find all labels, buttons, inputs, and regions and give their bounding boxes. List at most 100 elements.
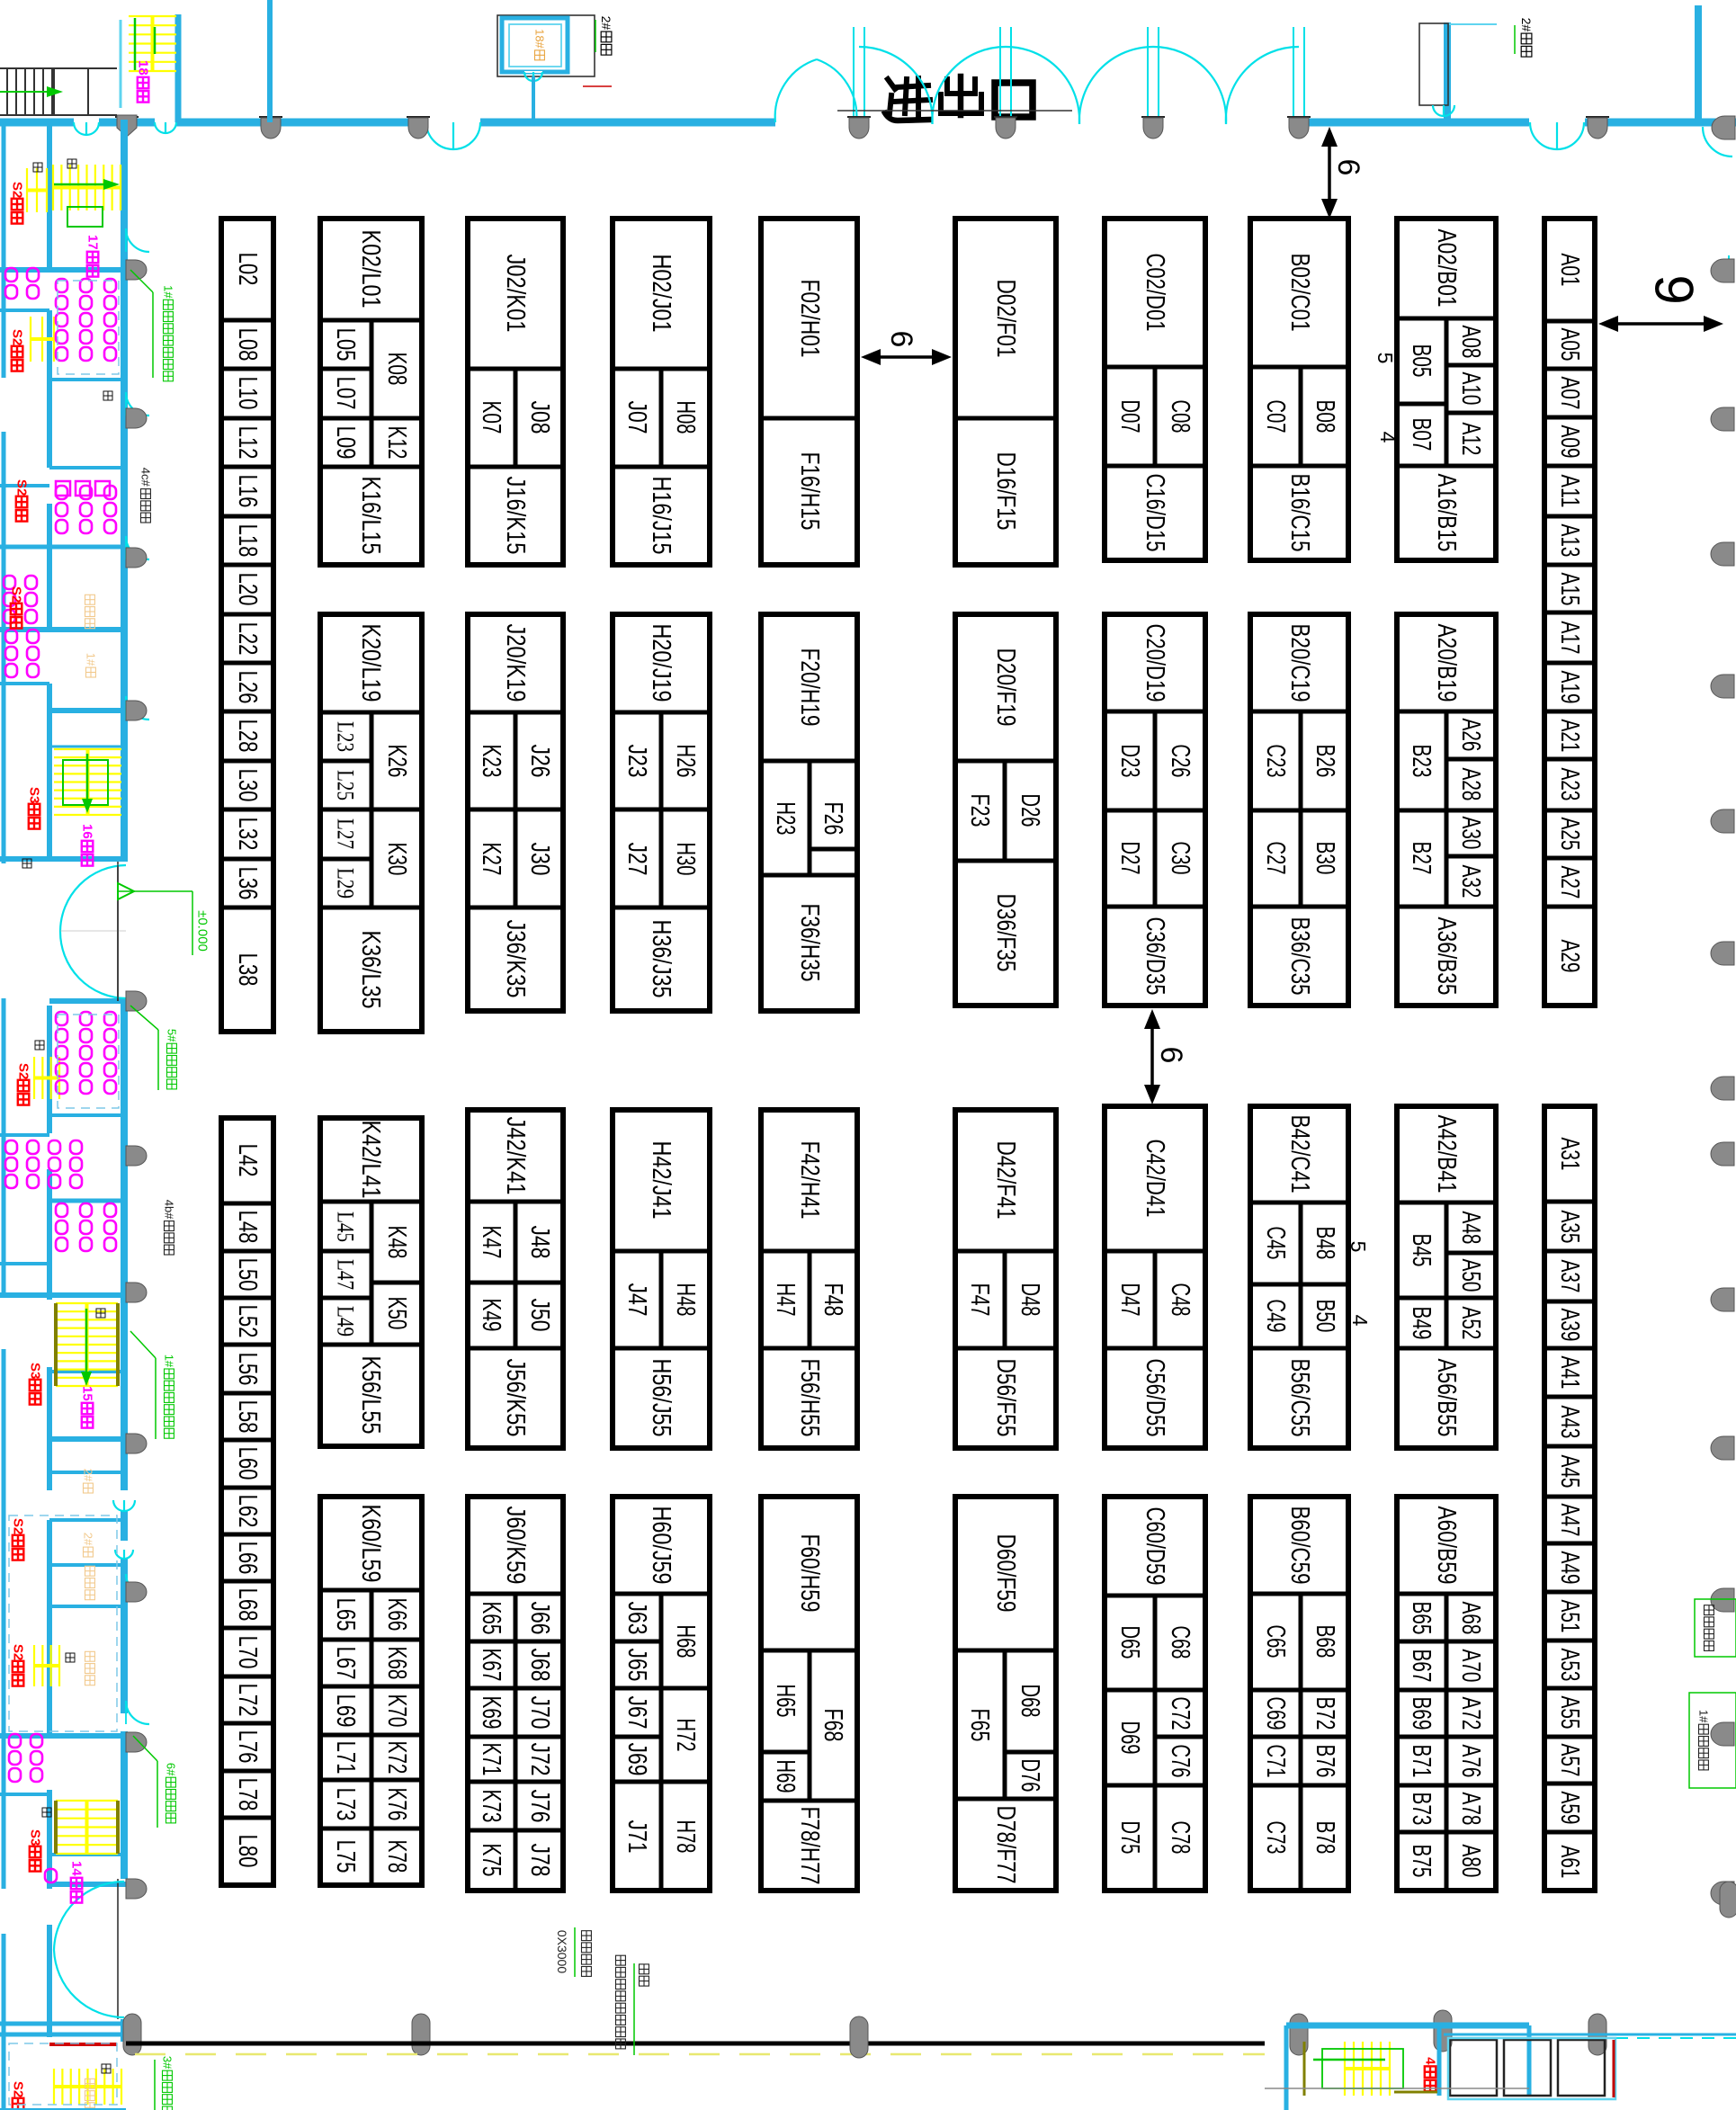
svg-text:A17: A17 <box>1555 621 1584 655</box>
svg-text:6#: 6# <box>165 1763 178 1776</box>
svg-text:L05: L05 <box>331 328 360 362</box>
svg-text:B56/C55: B56/C55 <box>1285 1359 1314 1437</box>
svg-text:L65: L65 <box>331 1598 360 1632</box>
svg-text:L02: L02 <box>233 253 262 286</box>
svg-text:A32: A32 <box>1456 865 1485 899</box>
svg-text:C78: C78 <box>1166 1821 1195 1855</box>
svg-text:L66: L66 <box>233 1542 262 1575</box>
svg-text:L69: L69 <box>331 1694 360 1728</box>
svg-text:L67: L67 <box>331 1647 360 1680</box>
svg-text:1#: 1# <box>85 653 98 666</box>
svg-text:H72: H72 <box>671 1719 700 1752</box>
svg-text:J08: J08 <box>525 401 554 434</box>
svg-text:L09: L09 <box>331 426 360 460</box>
svg-text:C65: C65 <box>1261 1625 1290 1658</box>
svg-text:K75: K75 <box>477 1844 506 1877</box>
svg-text:H08: H08 <box>671 401 700 434</box>
svg-text:B72: B72 <box>1311 1697 1339 1730</box>
svg-text:B65: B65 <box>1407 1602 1436 1635</box>
svg-text:L58: L58 <box>233 1400 262 1434</box>
svg-text:F36/H35: F36/H35 <box>795 904 824 982</box>
svg-text:A60/B59: A60/B59 <box>1432 1507 1461 1585</box>
svg-text:A51: A51 <box>1555 1600 1584 1633</box>
svg-text:J07: J07 <box>622 401 651 434</box>
svg-text:H60/J59: H60/J59 <box>647 1507 676 1585</box>
svg-text:4b#: 4b# <box>163 1200 176 1220</box>
svg-text:B45: B45 <box>1407 1234 1436 1267</box>
svg-text:J67: J67 <box>622 1696 651 1730</box>
svg-text:K68: K68 <box>382 1647 411 1680</box>
svg-text:L36: L36 <box>233 867 262 900</box>
svg-text:D65: D65 <box>1115 1626 1144 1659</box>
svg-text:A80: A80 <box>1456 1845 1485 1878</box>
svg-text:K23: K23 <box>477 745 506 778</box>
svg-text:A42/B41: A42/B41 <box>1432 1115 1461 1194</box>
svg-text:C02/D01: C02/D01 <box>1141 254 1169 332</box>
svg-text:B68: B68 <box>1311 1625 1339 1658</box>
svg-text:K42/L41: K42/L41 <box>356 1121 385 1199</box>
svg-text:K73: K73 <box>477 1790 506 1823</box>
svg-text:A21: A21 <box>1555 720 1584 753</box>
svg-text:K12: K12 <box>382 426 411 460</box>
svg-text:K07: K07 <box>477 401 506 434</box>
svg-text:F23: F23 <box>965 794 994 827</box>
svg-text:A27: A27 <box>1555 866 1584 899</box>
svg-text:C71: C71 <box>1261 1745 1290 1778</box>
svg-text:S2: S2 <box>14 479 30 496</box>
svg-text:A78: A78 <box>1456 1793 1485 1826</box>
svg-text:C20/D19: C20/D19 <box>1141 624 1169 702</box>
svg-text:A59: A59 <box>1555 1792 1584 1825</box>
svg-text:A02/B01: A02/B01 <box>1432 229 1461 308</box>
svg-text:H68: H68 <box>671 1625 700 1658</box>
svg-text:B27: B27 <box>1407 842 1436 875</box>
svg-text:2#: 2# <box>82 1533 95 1546</box>
svg-text:L73: L73 <box>331 1788 360 1821</box>
svg-text:H02/J01: H02/J01 <box>647 255 676 333</box>
svg-text:K16/L15: K16/L15 <box>356 477 385 555</box>
svg-text:C60/D59: C60/D59 <box>1141 1507 1169 1586</box>
svg-text:K65: K65 <box>477 1602 506 1635</box>
svg-text:L72: L72 <box>233 1684 262 1717</box>
svg-text:H42/J41: H42/J41 <box>647 1141 676 1220</box>
svg-text:J68: J68 <box>525 1649 554 1682</box>
svg-text:J56/K55: J56/K55 <box>501 1359 530 1437</box>
svg-text:D75: D75 <box>1115 1821 1144 1855</box>
svg-text:A39: A39 <box>1555 1309 1584 1342</box>
svg-text:A11: A11 <box>1555 475 1584 508</box>
svg-text:H47: H47 <box>771 1283 800 1317</box>
svg-text:A13: A13 <box>1555 524 1584 558</box>
svg-text:B67: B67 <box>1407 1650 1436 1683</box>
svg-text:K49: K49 <box>477 1299 506 1332</box>
svg-text:B48: B48 <box>1311 1227 1339 1260</box>
svg-text:4: 4 <box>1348 1315 1372 1327</box>
svg-text:A08: A08 <box>1456 326 1485 359</box>
svg-text:L80: L80 <box>233 1835 262 1868</box>
svg-text:J72: J72 <box>525 1743 554 1776</box>
svg-text:D20/F19: D20/F19 <box>991 648 1020 727</box>
svg-text:±0.000: ±0.000 <box>195 910 210 952</box>
svg-text:L25: L25 <box>333 770 359 800</box>
svg-text:A52: A52 <box>1456 1307 1485 1340</box>
svg-text:L48: L48 <box>233 1211 262 1244</box>
svg-text:C07: C07 <box>1261 400 1290 434</box>
svg-text:L60: L60 <box>233 1447 262 1480</box>
svg-text:J16/K15: J16/K15 <box>501 477 530 555</box>
svg-text:J66: J66 <box>525 1602 554 1635</box>
svg-text:C26: C26 <box>1166 745 1195 778</box>
svg-text:A72: A72 <box>1456 1697 1485 1730</box>
svg-text:A35: A35 <box>1555 1211 1584 1244</box>
svg-text:L12: L12 <box>233 426 262 460</box>
svg-text:D27: D27 <box>1115 842 1144 875</box>
svg-text:A10: A10 <box>1456 372 1485 406</box>
svg-text:K50: K50 <box>382 1297 411 1330</box>
svg-text:5#: 5# <box>166 1029 179 1042</box>
svg-text:B08: B08 <box>1311 400 1339 434</box>
svg-text:K66: K66 <box>382 1598 411 1632</box>
svg-text:16: 16 <box>80 824 95 839</box>
svg-text:C76: C76 <box>1166 1745 1195 1778</box>
svg-text:4: 4 <box>1423 2057 1438 2065</box>
svg-text:A09: A09 <box>1555 425 1584 459</box>
svg-text:D07: D07 <box>1115 400 1144 434</box>
svg-text:5: 5 <box>1347 1241 1370 1253</box>
svg-text:A31: A31 <box>1555 1138 1584 1171</box>
